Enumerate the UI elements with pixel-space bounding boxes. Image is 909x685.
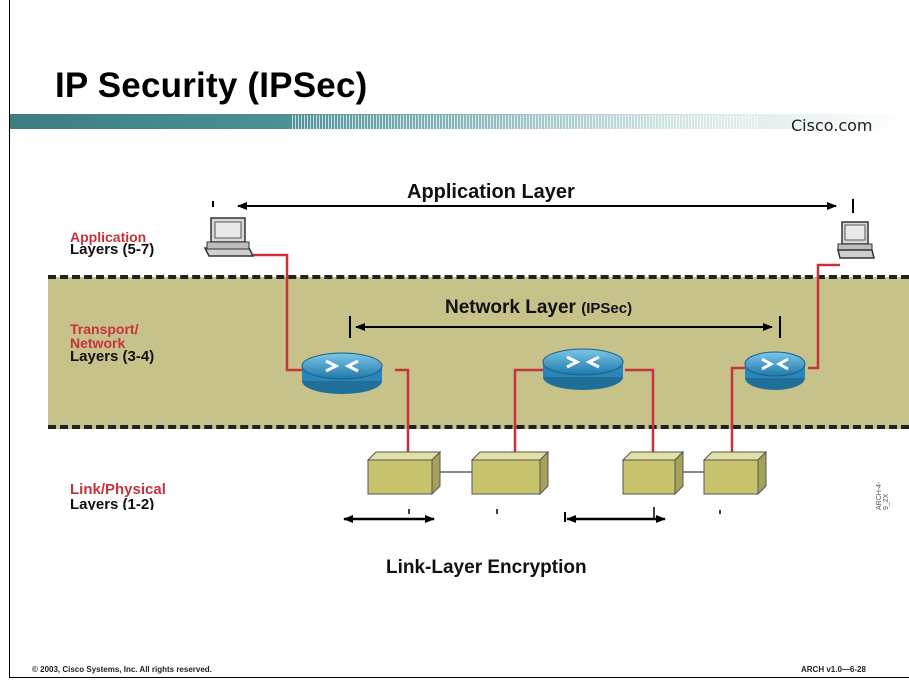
slide-title: IP Security (IPSec) — [55, 66, 368, 105]
workstation-left-icon — [203, 217, 255, 257]
network-layer-ipsec: (IPSec) — [581, 300, 633, 317]
application-layer-range: Layers (5-7) — [70, 241, 155, 258]
workstation-right-icon — [837, 221, 875, 259]
red-link-path — [247, 253, 840, 455]
link-encryption-arrows — [343, 507, 721, 523]
link-switch-1-icon — [366, 450, 442, 496]
link-layer-encryption-label: Link-Layer Encryption — [386, 557, 587, 578]
crop-strip — [330, 498, 770, 506]
cisco-brand: Cisco.com — [791, 116, 873, 135]
link-switch-2-icon — [470, 450, 550, 496]
transport-layer-name-1: Transport/ — [70, 321, 139, 337]
footer-copyright: © 2003, Cisco Systems, Inc. All rights r… — [32, 665, 212, 674]
network-layer-span-label: Network Layer (IPSec) — [445, 297, 632, 319]
router-right-icon — [744, 351, 806, 390]
router-center-icon — [542, 348, 624, 390]
lower-dashed-divider — [48, 425, 909, 429]
transport-layer-name-2: Network — [70, 335, 126, 351]
application-layer-name: Application — [70, 229, 147, 245]
application-layer-span-label: Application Layer — [407, 181, 575, 203]
slide: IP Security (IPSec) Cisco.com Applicatio… — [9, 0, 909, 678]
upper-dashed-divider — [48, 275, 909, 279]
network-layer-arrow — [349, 316, 781, 338]
link-layer-name: Link/Physical — [70, 481, 166, 498]
link-layer-range: Layers (1-2) — [70, 498, 155, 510]
footer-course-code: ARCH v1.0—6-28 — [801, 665, 866, 674]
transport-layer-range: Layers (3-4) — [70, 348, 155, 365]
title-underline-bar — [10, 114, 909, 129]
application-layer-arrow — [212, 199, 854, 213]
link-switch-4-icon — [702, 450, 768, 496]
network-layer-main: Network Layer — [445, 297, 576, 318]
router-left-icon — [301, 352, 383, 394]
link-switch-3-icon — [621, 450, 685, 496]
